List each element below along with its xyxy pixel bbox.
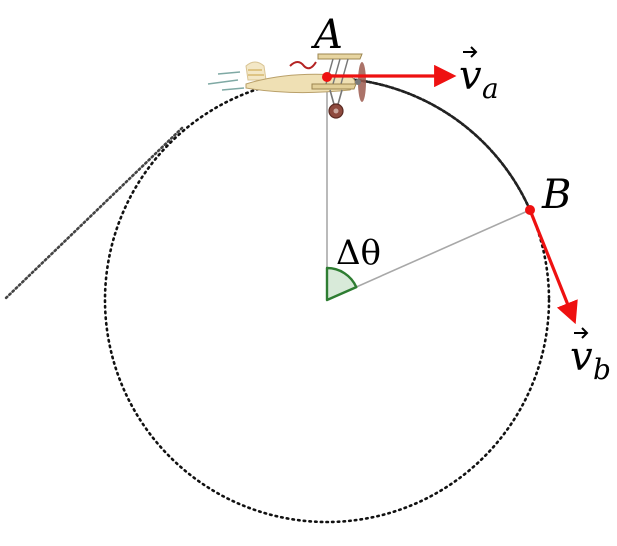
travelled-arc xyxy=(325,76,532,212)
velocity-b-symbol: v xyxy=(570,334,593,380)
radius-line-b xyxy=(326,209,531,301)
velocity-b-subscript: b xyxy=(593,353,611,386)
angle-label: Δθ xyxy=(336,233,381,273)
tangent-path-line xyxy=(4,126,184,300)
velocity-vector-b xyxy=(528,209,578,325)
velocity-a-subscript: a xyxy=(482,72,499,105)
point-a-label: A xyxy=(310,12,343,58)
angle-wedge xyxy=(325,266,358,302)
velocity-a-symbol: v xyxy=(459,53,482,99)
point-b-label: B xyxy=(541,172,571,218)
velocity-a-label: v a xyxy=(459,46,499,105)
point-a-marker xyxy=(322,72,332,82)
point-b-marker xyxy=(525,205,535,215)
velocity-b-label: v b xyxy=(570,327,611,386)
biplane-icon xyxy=(207,53,366,119)
